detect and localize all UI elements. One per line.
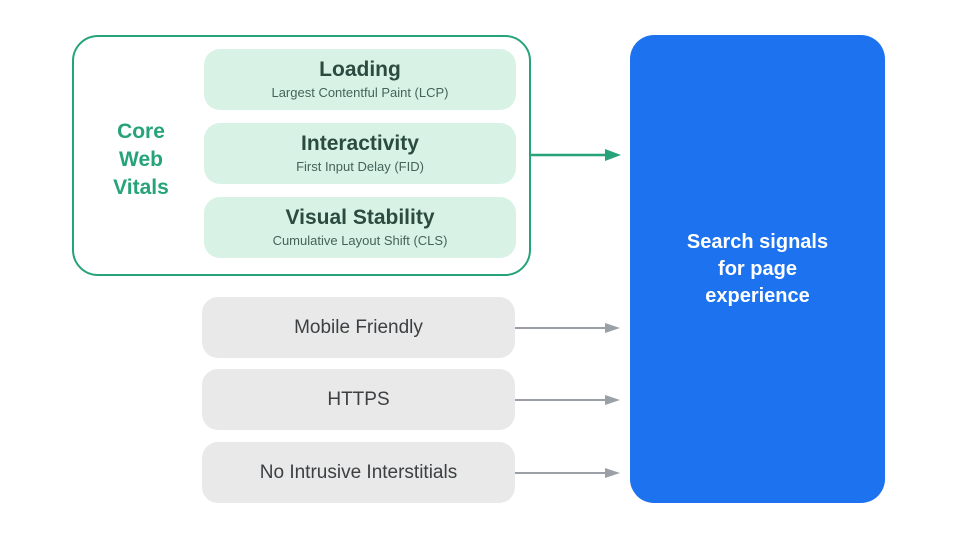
search-signals-box: Search signals for page experience <box>630 35 885 503</box>
vital-pill-visual-stability-subtitle: Cumulative Layout Shift (CLS) <box>272 233 448 248</box>
arrow-right-icon <box>515 395 620 405</box>
signal-pill-mobile-friendly-label: Mobile Friendly <box>294 316 423 338</box>
vital-pill-visual-stability-title: Visual Stability <box>285 206 435 229</box>
signal-pill-no-intrusive-interstitials: No Intrusive Interstitials <box>202 442 515 503</box>
vital-pill-loading: Loading Largest Contentful Paint (LCP) <box>204 49 516 110</box>
vital-pill-interactivity-subtitle: First Input Delay (FID) <box>296 159 424 174</box>
signal-pill-https: HTTPS <box>202 369 515 430</box>
vital-pill-loading-subtitle: Largest Contentful Paint (LCP) <box>271 85 449 100</box>
signal-pill-no-intrusive-interstitials-label: No Intrusive Interstitials <box>259 461 458 483</box>
signal-pill-mobile-friendly: Mobile Friendly <box>202 297 515 358</box>
vital-pill-loading-title: Loading <box>319 58 401 81</box>
arrow-right-icon <box>515 468 620 478</box>
arrow-right-icon <box>529 149 621 161</box>
core-web-vitals-label: Core Web Vitals <box>113 120 169 199</box>
signal-pill-https-label: HTTPS <box>327 388 390 410</box>
vital-pill-interactivity-title: Interactivity <box>301 132 419 155</box>
vital-pill-visual-stability: Visual Stability Cumulative Layout Shift… <box>204 197 516 258</box>
search-signals-label: Search signals for page experience <box>686 230 829 307</box>
vital-pill-interactivity: Interactivity First Input Delay (FID) <box>204 123 516 184</box>
arrow-right-icon <box>515 323 620 333</box>
